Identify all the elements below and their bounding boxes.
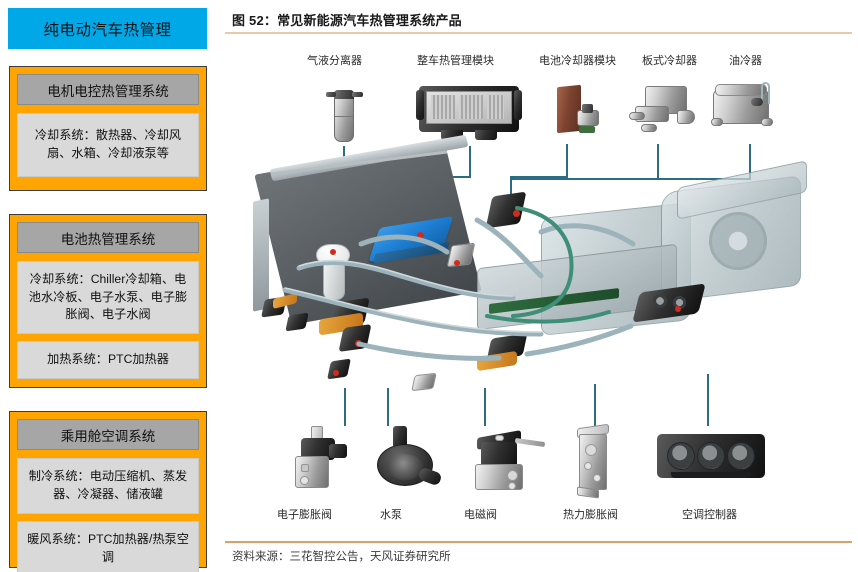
sidebar-group-item-label: 冷却系统：散热器、冷却风扇、水箱、冷却液泵等 bbox=[34, 128, 182, 160]
divider-bottom bbox=[225, 541, 852, 543]
caption-water-pump: 水泵 bbox=[380, 509, 402, 521]
sidebar-group-cabin-hvac[interactable]: 乘用舱空调系统 制冷系统：电动压缩机、蒸发器、冷凝器、储液罐 暖风系统：PTC加… bbox=[9, 411, 207, 572]
part-battery-chiller-module bbox=[555, 80, 609, 146]
caption-electronic-expansion-valve: 电子膨胀阀 bbox=[277, 509, 332, 521]
marker-dot-red bbox=[513, 210, 520, 217]
sidebar-group-title-label: 电机电控热管理系统 bbox=[47, 83, 169, 99]
sidebar-group-item[interactable]: 暖风系统：PTC加热器/热泵空调 bbox=[17, 521, 199, 572]
sidebar-group-title-label: 乘用舱空调系统 bbox=[60, 428, 156, 444]
caption-vehicle-thermal-module: 整车热管理模块 bbox=[417, 55, 494, 67]
sidebar-group-item-label: 暖风系统：PTC加热器/热泵空调 bbox=[27, 532, 189, 564]
marker-dot-red bbox=[675, 306, 681, 312]
sidebar-group-item-label: 加热系统：PTC加热器 bbox=[47, 352, 169, 367]
vehicle-cutaway-illustration bbox=[241, 134, 858, 423]
marker-dot-red bbox=[454, 260, 460, 266]
sidebar: 纯电动汽车热管理 电机电控热管理系统 冷却系统：散热器、冷却风扇、水箱、冷却液泵… bbox=[0, 0, 219, 572]
marker-dot-red bbox=[417, 232, 424, 239]
sidebar-header: 纯电动汽车热管理 bbox=[8, 8, 207, 49]
figure-panel: 图 52：常见新能源汽车热管理系统产品 气液分离器 整车热管理模块 电池冷却器模… bbox=[219, 0, 858, 572]
part-plate-cooler bbox=[629, 80, 697, 146]
sidebar-header-label: 纯电动汽车热管理 bbox=[43, 21, 172, 39]
part-blower-fan bbox=[709, 212, 767, 270]
part-oil-cooler bbox=[711, 80, 789, 146]
part-solenoid-valve bbox=[467, 426, 547, 498]
sidebar-group-item[interactable]: 冷却系统：散热器、冷却风扇、水箱、冷却液泵等 bbox=[17, 113, 199, 177]
sidebar-group-item-label: 制冷系统：电动压缩机、蒸发器、冷凝器、储液罐 bbox=[28, 469, 188, 501]
caption-battery-chiller-module: 电池冷却器模块 bbox=[539, 55, 616, 67]
part-control-knob bbox=[673, 296, 686, 309]
sidebar-group-motor-thermal[interactable]: 电机电控热管理系统 冷却系统：散热器、冷却风扇、水箱、冷却液泵等 bbox=[9, 66, 207, 191]
thermal-system-diagram: 气液分离器 整车热管理模块 电池冷却器模块 板式冷却器 油冷器 bbox=[219, 36, 858, 538]
divider-top bbox=[225, 32, 852, 34]
caption-plate-cooler: 板式冷却器 bbox=[642, 55, 697, 67]
caption-gas-liquid-separator: 气液分离器 bbox=[307, 55, 362, 67]
sidebar-group-title: 乘用舱空调系统 bbox=[17, 419, 199, 450]
sidebar-group-item[interactable]: 冷却系统：Chiller冷却箱、电池水冷板、电子水泵、电子膨胀阀、电子水阀 bbox=[17, 261, 199, 335]
caption-ac-controller: 空调控制器 bbox=[682, 509, 737, 521]
part-gas-liquid-separator bbox=[325, 80, 365, 146]
part-water-pump bbox=[369, 426, 445, 498]
sidebar-group-item[interactable]: 加热系统：PTC加热器 bbox=[17, 341, 199, 379]
part-control-knob bbox=[653, 294, 667, 308]
marker-dot-red bbox=[330, 249, 336, 255]
sidebar-group-battery-thermal[interactable]: 电池热管理系统 冷却系统：Chiller冷却箱、电池水冷板、电子水泵、电子膨胀阀… bbox=[9, 214, 207, 388]
sidebar-group-title: 电池热管理系统 bbox=[17, 222, 199, 253]
marker-dot-red bbox=[333, 370, 339, 376]
sidebar-group-title: 电机电控热管理系统 bbox=[17, 74, 199, 105]
sidebar-group-item-label: 冷却系统：Chiller冷却箱、电池水冷板、电子水泵、电子膨胀阀、电子水阀 bbox=[28, 272, 188, 322]
caption-oil-cooler: 油冷器 bbox=[729, 55, 762, 67]
figure-title: 图 52：常见新能源汽车热管理系统产品 bbox=[232, 13, 462, 28]
part-thermal-expansion-valve bbox=[571, 423, 623, 502]
sidebar-group-item[interactable]: 制冷系统：电动压缩机、蒸发器、冷凝器、储液罐 bbox=[17, 458, 199, 514]
part-electronic-expansion-valve bbox=[281, 426, 357, 498]
caption-solenoid-valve: 电磁阀 bbox=[464, 509, 497, 521]
sidebar-group-title-label: 电池热管理系统 bbox=[60, 231, 156, 247]
caption-thermal-expansion-valve: 热力膨胀阀 bbox=[563, 509, 618, 521]
coolant-pipes bbox=[270, 150, 636, 361]
source-note: 资料来源：三花智控公告，天风证券研究所 bbox=[232, 551, 451, 563]
part-vehicle-thermal-module bbox=[416, 82, 522, 144]
part-ac-controller bbox=[657, 434, 765, 486]
